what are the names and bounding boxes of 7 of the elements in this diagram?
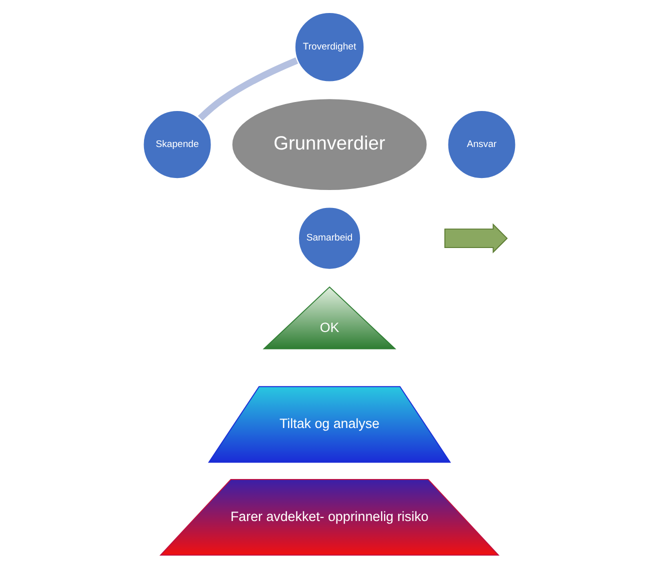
connector bbox=[197, 57, 298, 121]
node-circle: Troverdighet bbox=[293, 11, 365, 84]
node-circle: Ansvar bbox=[446, 109, 517, 180]
node-circle: Skapende bbox=[141, 109, 212, 180]
node-ellipse: Grunnverdier bbox=[232, 99, 426, 190]
node-circle: Samarbeid bbox=[296, 206, 362, 271]
node-arrow bbox=[444, 223, 508, 254]
